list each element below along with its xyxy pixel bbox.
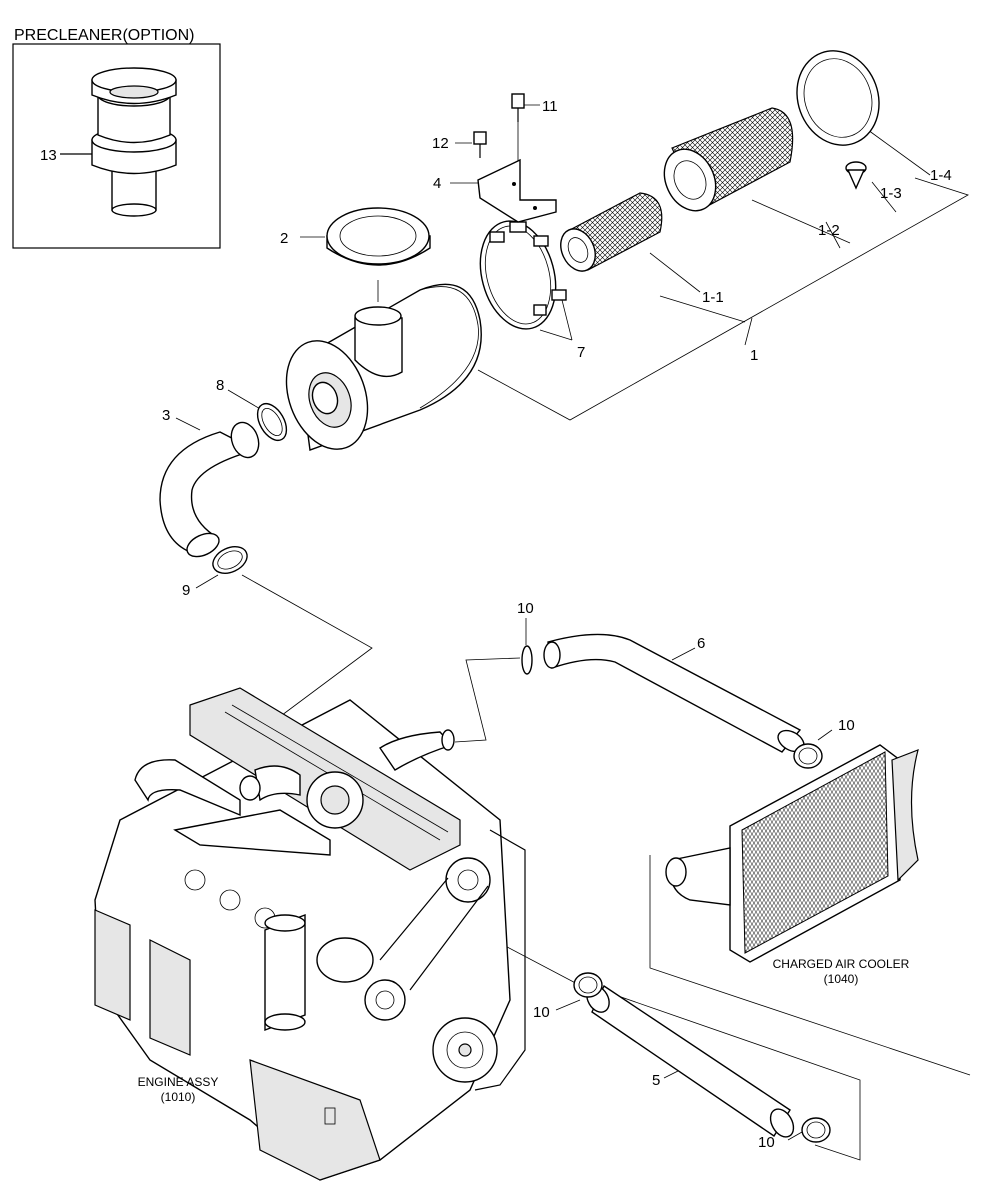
clamp-band-7 xyxy=(479,220,567,330)
hose-clamp-8 xyxy=(256,402,288,442)
pipe-6 xyxy=(543,633,805,753)
engine-name: ENGINE ASSY xyxy=(138,1075,219,1089)
inner-filter-1-1 xyxy=(560,192,663,272)
callout-1-4: 1-4 xyxy=(930,167,952,184)
callout-6: 6 xyxy=(697,635,705,652)
cover-1-4 xyxy=(796,50,880,146)
callout-11: 11 xyxy=(542,98,558,115)
cooler-ref: (1040) xyxy=(824,972,859,986)
bracket-4 xyxy=(477,158,557,223)
callout-1: 1 xyxy=(750,347,758,364)
precleaner-title: PRECLEANER(OPTION) xyxy=(14,27,194,44)
callout-10-right: 10 xyxy=(838,717,855,734)
hose-clamp-10-bottom xyxy=(801,1117,831,1143)
precleaner-inset: PRECLEANER(OPTION) 13 xyxy=(12,27,221,249)
hose-clamp-10-top xyxy=(521,645,533,675)
callout-1-3: 1-3 xyxy=(880,185,902,202)
bolt-12 xyxy=(473,131,487,158)
callout-13: 13 xyxy=(40,147,57,164)
valve-1-3 xyxy=(845,161,867,190)
callout-7: 7 xyxy=(577,344,585,361)
precleaner-part xyxy=(91,67,177,217)
callout-8: 8 xyxy=(216,377,224,394)
precleaner-frame xyxy=(12,43,221,249)
charged-air-cooler xyxy=(665,744,919,963)
assembly-captions: CHARGED AIR COOLER (1040) ENGINE ASSY (1… xyxy=(138,957,910,1104)
callout-9: 9 xyxy=(182,582,190,599)
pipe-5 xyxy=(586,984,795,1138)
callouts: 2 12 4 11 7 1-1 1 1-2 1-3 1-4 8 3 9 10 6… xyxy=(162,98,952,1151)
callout-10-lower: 10 xyxy=(533,1004,550,1021)
callout-1-1: 1-1 xyxy=(702,289,724,306)
callout-10-bottom: 10 xyxy=(758,1134,775,1151)
callout-2: 2 xyxy=(280,230,288,247)
engine-ref: (1010) xyxy=(161,1090,196,1104)
air-cleaner-housing xyxy=(285,283,482,451)
engine-assembly xyxy=(94,687,526,1181)
callout-5: 5 xyxy=(652,1072,660,1089)
callout-3: 3 xyxy=(162,407,170,424)
callout-1-2: 1-2 xyxy=(818,222,840,239)
hose-clamp-10-lower xyxy=(573,972,603,998)
cooler-name: CHARGED AIR COOLER xyxy=(773,957,910,971)
bolt-11 xyxy=(511,93,525,122)
callout-12: 12 xyxy=(432,135,449,152)
callout-4: 4 xyxy=(433,175,441,192)
hose-clamp-9 xyxy=(212,546,248,574)
cleaner-cap-2 xyxy=(326,207,431,266)
hose-clamp-10-right xyxy=(793,743,823,769)
callout-10-top: 10 xyxy=(517,600,534,617)
elbow-hose-3 xyxy=(159,421,260,558)
outer-filter-1-2 xyxy=(663,107,794,212)
